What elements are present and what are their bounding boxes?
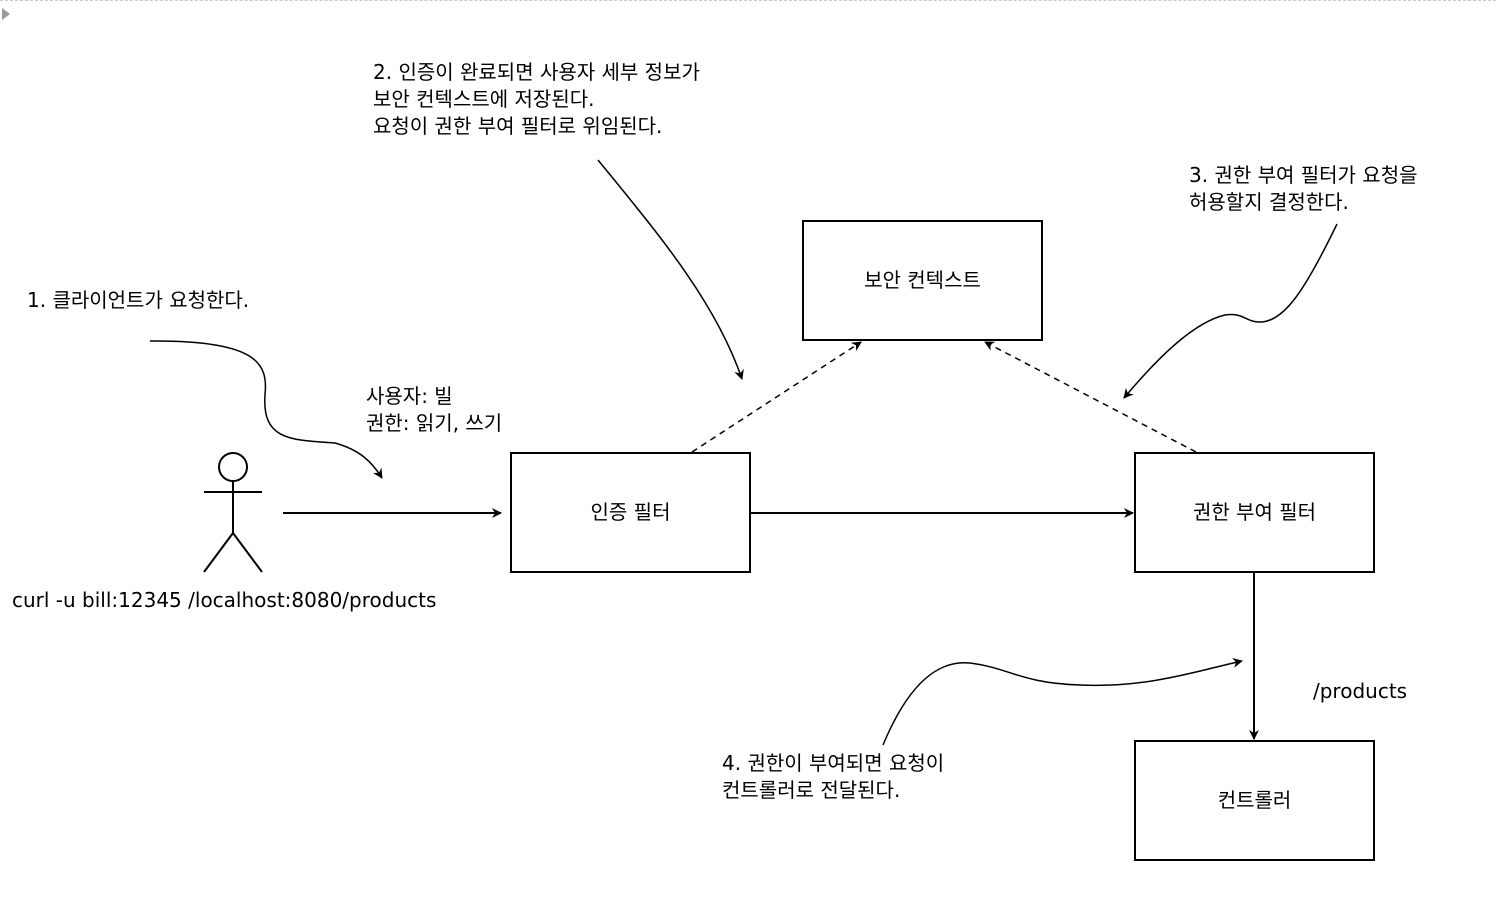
step3-line-2: 허용할지 결정한다. (1189, 190, 1349, 214)
step2-annotation: 2. 인증이 완료되면 사용자 세부 정보가 보안 컨텍스트에 저장된다. 요청… (373, 59, 700, 140)
products-path-label: /products (1313, 679, 1408, 703)
step4-line-1: 4. 권한이 부여되면 요청이 (722, 751, 945, 775)
user-name-line: 사용자: 빌 (366, 384, 453, 408)
step1-curved-arrow (149, 340, 383, 479)
step2-line-1: 2. 인증이 완료되면 사용자 세부 정보가 (373, 60, 700, 84)
auth-filter-label: 인증 필터 (590, 500, 671, 524)
authz-to-context-dashed-arrow (984, 341, 1197, 453)
user-authorities-line: 권한: 읽기, 쓰기 (366, 411, 503, 435)
stick-figure-icon (203, 452, 263, 573)
step2-line-3: 요청이 권한 부여 필터로 위임된다. (373, 114, 663, 138)
controller-label: 컨트롤러 (1217, 788, 1292, 812)
step4-line-2: 컨트롤러로 전달된다. (722, 778, 901, 802)
step3-curved-arrow (1123, 223, 1338, 399)
step4-curved-arrow (882, 657, 1243, 746)
step2-line-2: 보안 컨텍스트에 저장된다. (373, 87, 595, 111)
expand-triangle-icon[interactable] (2, 8, 10, 20)
step3-annotation: 3. 권한 부여 필터가 요청을 허용할지 결정한다. (1189, 162, 1418, 216)
step3-line-1: 3. 권한 부여 필터가 요청을 (1189, 163, 1418, 187)
authz-filter-label: 권한 부여 필터 (1192, 500, 1317, 524)
controller-box[interactable] (1134, 740, 1375, 861)
security-context-box[interactable] (802, 220, 1043, 341)
page-border (0, 0, 1496, 1)
step4-annotation: 4. 권한이 부여되면 요청이 컨트롤러로 전달된다. (722, 750, 944, 804)
auth-to-context-dashed-arrow (691, 341, 862, 453)
curl-command-label: curl -u bill:12345 /localhost:8080/produ… (12, 588, 437, 612)
security-context-label: 보안 컨텍스트 (864, 268, 981, 292)
step1-annotation: 1. 클라이언트가 요청한다. (27, 288, 250, 312)
step2-curved-arrow (597, 159, 744, 380)
auth-filter-box[interactable] (510, 452, 751, 573)
user-info-annotation: 사용자: 빌 권한: 읽기, 쓰기 (366, 383, 502, 437)
